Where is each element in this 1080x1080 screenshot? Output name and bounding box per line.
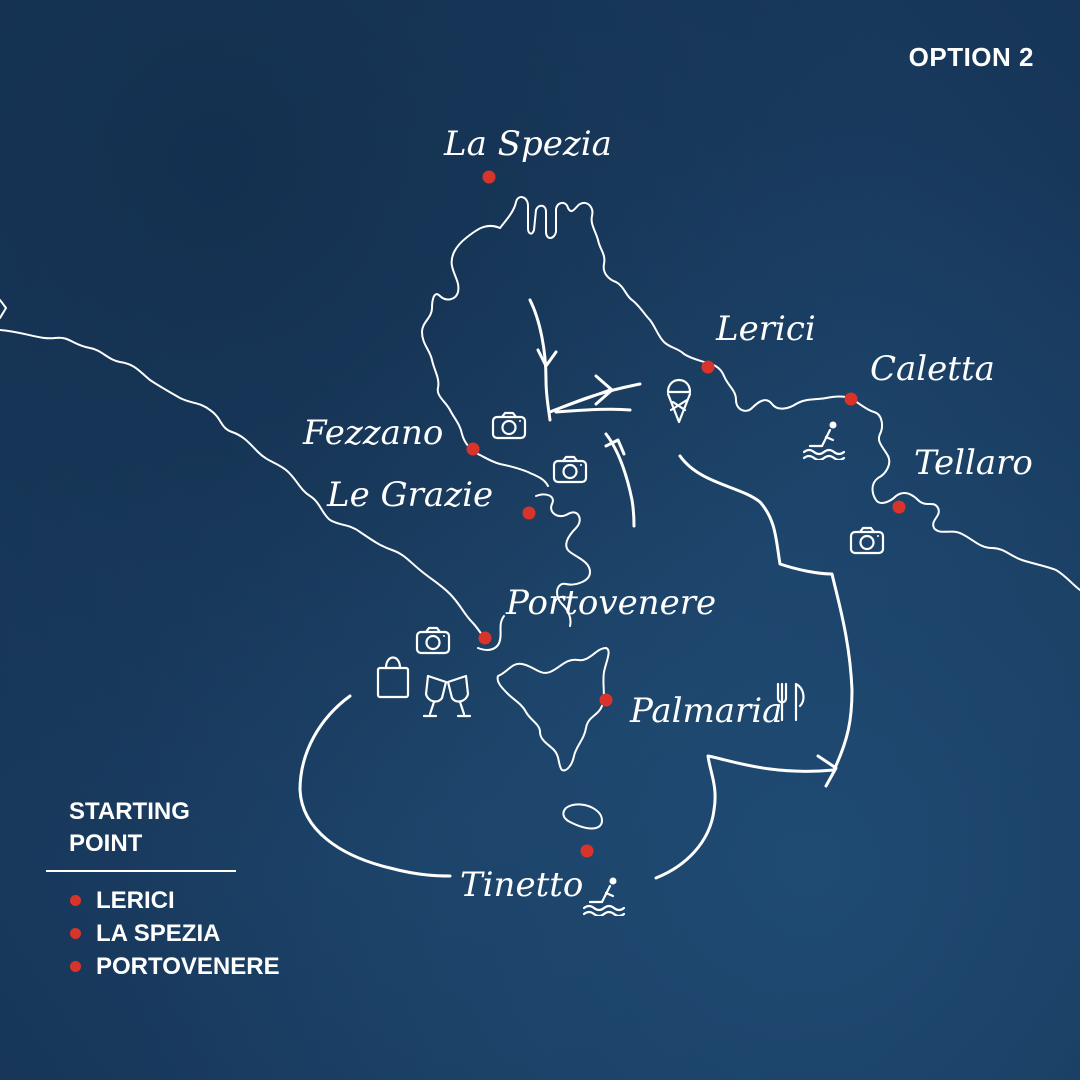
boat-route-west-loop — [298, 694, 452, 878]
coastline-west — [0, 299, 489, 643]
label-caletta: Caletta — [870, 349, 995, 389]
marker-lerici[interactable] — [701, 360, 715, 374]
legend-dot — [70, 928, 81, 939]
ice-cream-icon — [666, 378, 692, 424]
marker-tinetto[interactable] — [580, 844, 594, 858]
marker-la-spezia[interactable] — [482, 170, 496, 184]
label-le-grazie: Le Grazie — [326, 475, 493, 515]
legend-title: STARTING POINT — [69, 798, 190, 857]
marker-palmaria[interactable] — [599, 693, 613, 707]
coastline-east — [703, 361, 1080, 591]
label-palmaria: Palmaria — [629, 691, 782, 731]
wine-glasses-icon — [422, 674, 472, 718]
legend-item-label: PORTOVENERE — [96, 953, 280, 980]
island-palmaria-outline — [496, 647, 610, 772]
coastline-gulf-west — [421, 224, 549, 487]
legend-item-label: LERICI — [96, 887, 175, 914]
boat-route-east-loop — [654, 454, 854, 880]
marker-fezzano[interactable] — [466, 442, 480, 456]
starting-point-legend: STARTING POINT LERICI LA SPEZIA PORTOVEN… — [46, 796, 280, 983]
road-la-spezia-down — [528, 298, 552, 422]
fork-knife-icon — [776, 682, 805, 722]
swimmer-icon — [582, 876, 626, 916]
coastline-la-spezia-harbour — [499, 196, 705, 363]
location-markers — [466, 170, 906, 858]
shopping-bag-icon — [376, 656, 410, 699]
arrowhead-icon — [816, 754, 838, 788]
camera-icon — [849, 526, 885, 555]
legend-item-lerici[interactable]: LERICI — [46, 884, 236, 917]
legend-item-label: LA SPEZIA — [96, 920, 221, 947]
road-arrow-1 — [536, 348, 558, 368]
swimmer-icon — [802, 420, 846, 460]
road-branch — [548, 382, 642, 414]
legend-dot — [70, 895, 81, 906]
road-arrow-3 — [604, 438, 626, 456]
legend-item-portovenere[interactable]: PORTOVENERE — [46, 950, 280, 983]
marker-le-grazie[interactable] — [522, 506, 536, 520]
label-portovenere: Portovenere — [505, 583, 716, 623]
marker-tellaro[interactable] — [892, 500, 906, 514]
marker-caletta[interactable] — [844, 392, 858, 406]
island-tino-outline — [562, 803, 603, 830]
coastline-portovenere — [477, 615, 505, 651]
legend-divider — [46, 870, 236, 872]
marker-portovenere[interactable] — [478, 631, 492, 645]
camera-icon — [552, 455, 588, 484]
label-la-spezia: La Spezia — [443, 124, 612, 164]
label-tellaro: Tellaro — [914, 443, 1033, 483]
legend-dot — [70, 961, 81, 972]
road-arrow-2 — [594, 374, 614, 406]
road-east-down — [604, 432, 636, 528]
coastline-le-grazie — [535, 493, 591, 627]
legend-item-la-spezia[interactable]: LA SPEZIA — [46, 917, 236, 950]
camera-icon — [491, 411, 527, 440]
label-tinetto: Tinetto — [460, 865, 583, 905]
label-fezzano: Fezzano — [302, 413, 443, 453]
label-lerici: Lerici — [715, 309, 816, 349]
camera-icon — [415, 626, 451, 655]
option-title: OPTION 2 — [908, 42, 1034, 72]
